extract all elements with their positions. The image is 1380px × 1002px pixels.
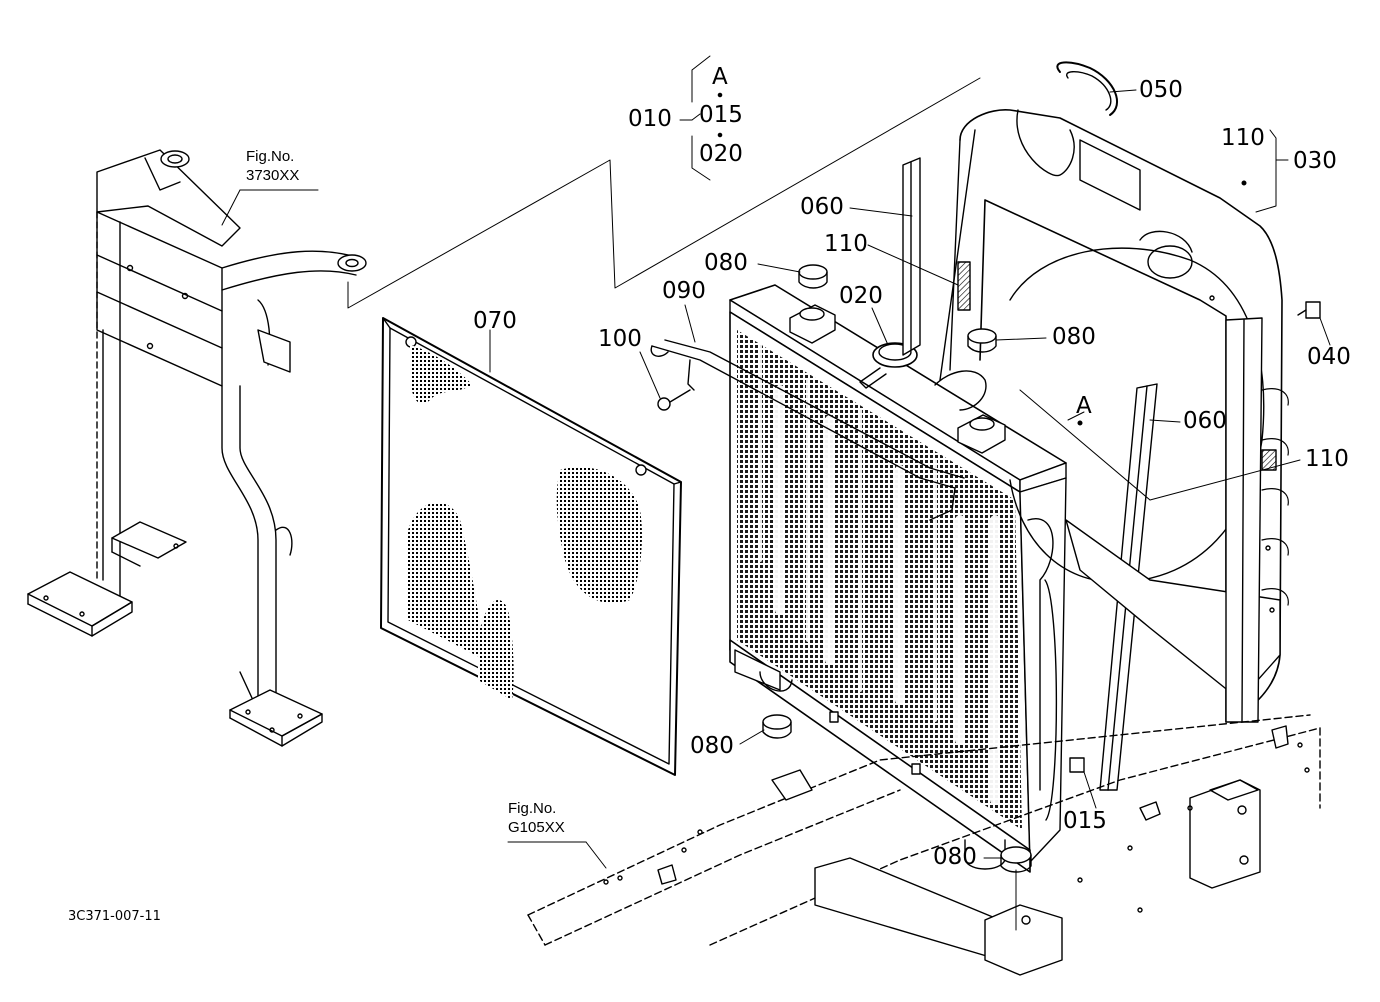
screen-070 [381, 318, 681, 775]
bottom-frame-solid [604, 726, 1309, 975]
bush-080-bottom [1001, 847, 1031, 872]
drawing-number: 3C371-007-11 [68, 909, 161, 924]
bottom-frame [528, 715, 1320, 945]
support-frame [28, 150, 366, 746]
bush-080-left [763, 715, 791, 738]
seal-strip-060-left [903, 158, 920, 355]
callout-040: 040 [1307, 344, 1351, 370]
callout-015-bottom: 015 [1063, 808, 1107, 834]
ring-050 [1057, 62, 1117, 115]
callout-070: 070 [473, 308, 517, 334]
fan-shroud-030 [940, 110, 1288, 722]
bush-080-mid [968, 329, 996, 352]
leader-lines [222, 56, 1330, 930]
figure-reference-number: 3730XX [246, 166, 300, 184]
callout-060-right: 060 [1183, 408, 1227, 434]
drain-plug-015 [1070, 758, 1084, 772]
callout-090: 090 [662, 278, 706, 304]
figure-reference-label: Fig.No. [508, 800, 557, 817]
callout-110-top: 110 [1221, 125, 1265, 151]
figure-reference-number: G105XX [508, 818, 565, 836]
callout-110-right: 110 [1305, 446, 1349, 472]
callout-060-top: 060 [800, 194, 844, 220]
callout-080-a: 080 [704, 250, 748, 276]
callout-110-mid: 110 [824, 231, 868, 257]
callout-015-top: 015 [699, 102, 743, 128]
callout-010: 010 [628, 106, 672, 132]
callout-020-cap: 020 [839, 283, 883, 309]
callout-A-top: A [712, 64, 728, 90]
figure-reference-bottom: Fig.No. G105XX [508, 800, 565, 838]
plug-040 [1298, 302, 1320, 318]
callout-100: 100 [598, 326, 642, 352]
callout-080-b: 080 [1052, 324, 1096, 350]
callout-030: 030 [1293, 148, 1337, 174]
callout-080-c: 080 [690, 733, 734, 759]
radiator [651, 285, 1066, 872]
figure-reference-label: Fig.No. [246, 148, 295, 165]
callout-080-d: 080 [933, 844, 977, 870]
callout-A-mid: A [1076, 393, 1092, 419]
callout-050: 050 [1139, 77, 1183, 103]
bush-080-top [799, 265, 827, 288]
figure-reference-top: Fig.No. 3730XX [246, 148, 299, 186]
callout-020-top: 020 [699, 141, 743, 167]
